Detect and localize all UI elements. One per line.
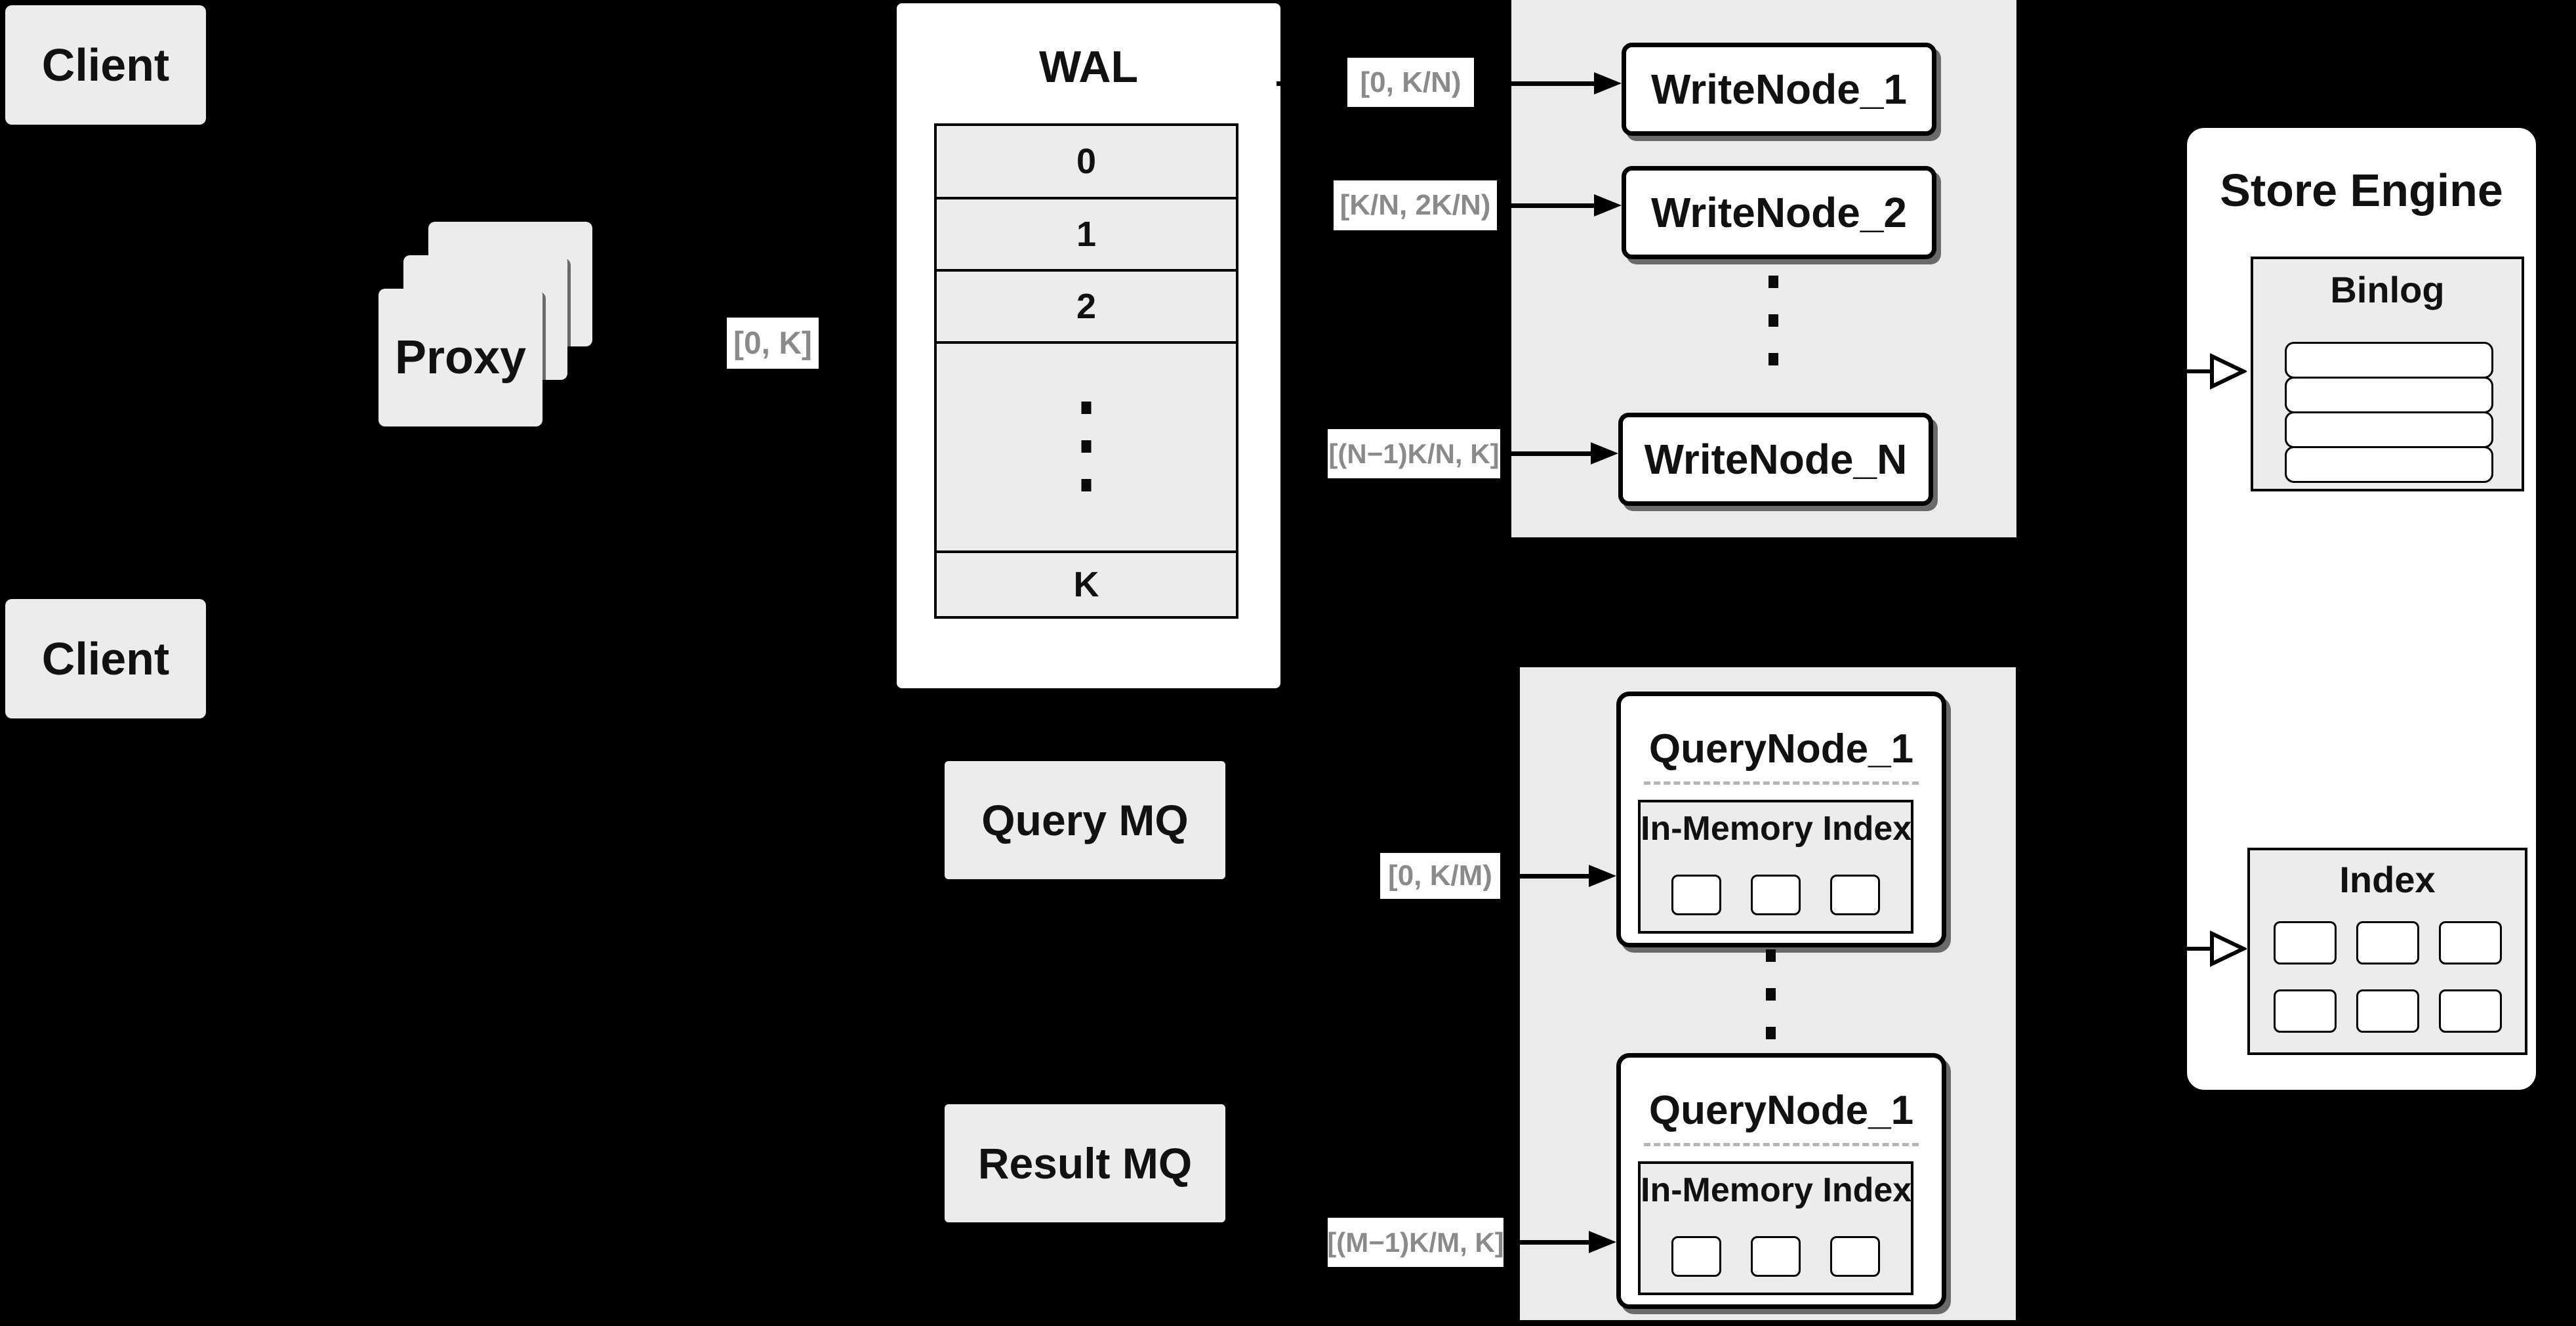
query-node-divider [1644, 1143, 1919, 1146]
query-group-ellipsis-icon [1766, 949, 1776, 1039]
write-group-ellipsis-icon [1768, 276, 1778, 365]
range-label-write-n: [(N−1)K/N, K] [1328, 429, 1500, 478]
store-engine-title: Store Engine [2220, 165, 2503, 216]
write-node-1: WriteNode_1 [1622, 43, 1936, 136]
arrow-shaft [1482, 203, 1602, 208]
arrowhead-icon [1594, 72, 1622, 94]
binlog-row [2285, 342, 2493, 379]
write-node-2-label: WriteNode_2 [1650, 189, 1908, 236]
range-label-query-1: [0, K/M) [1380, 853, 1500, 899]
segment-square [1671, 1236, 1721, 1277]
client-label: Client [41, 39, 170, 91]
range-label-write-1: [0, K/N) [1347, 58, 1474, 107]
index-cell [2438, 989, 2502, 1033]
proxy-box-front: Proxy [378, 289, 542, 426]
arrow-shaft [1490, 1240, 1597, 1245]
arrowhead-icon [1591, 442, 1618, 465]
in-memory-index-box: In-Memory Index [1638, 800, 1913, 934]
query-node-1-box: QueryNode_1 In-Memory Index [1616, 692, 1946, 947]
write-node-n: WriteNode_N [1618, 413, 1933, 506]
range-label-query-m: [(M−1)K/M, K] [1327, 1218, 1504, 1267]
client-box-bottom: Client [5, 599, 206, 718]
wal-segment-0: 0 [937, 126, 1236, 199]
arrow-to-write-node-2 [1482, 194, 1622, 217]
arrowhead-icon [1589, 1231, 1616, 1253]
imi-segments [1641, 1236, 1911, 1277]
wal-table: 0 1 2 K [934, 123, 1238, 619]
result-mq-box: Result MQ [945, 1104, 1225, 1222]
index-cell [2356, 989, 2419, 1033]
index-title: Index [2339, 859, 2436, 900]
range-label-proxy-out: [0, K] [727, 318, 819, 369]
write-node-1-label: WriteNode_1 [1650, 66, 1908, 113]
proxy-label: Proxy [394, 331, 527, 384]
segment-square [1751, 1236, 1801, 1277]
vertical-ellipsis-icon [1081, 402, 1092, 491]
open-arrow-to-binlog-icon [2125, 353, 2247, 390]
wal-panel: WAL 0 1 2 K [897, 3, 1280, 688]
binlog-title: Binlog [2330, 269, 2445, 310]
client-box-top: Client [5, 5, 206, 125]
index-cells-row-1 [2250, 921, 2525, 964]
binlog-rows [2285, 342, 2493, 483]
index-cell [2273, 921, 2337, 964]
query-node-m-box: QueryNode_1 In-Memory Index [1616, 1053, 1946, 1309]
range-label-write-2: [K/N, 2K/N) [1334, 180, 1497, 230]
query-mq-label: Query MQ [981, 796, 1189, 844]
write-node-2: WriteNode_2 [1622, 166, 1936, 259]
query-node-1-title: QueryNode_1 [1648, 726, 1914, 772]
arrow-shaft [1486, 451, 1599, 456]
wal-ellipsis-cell [937, 344, 1236, 553]
in-memory-index-box: In-Memory Index [1638, 1161, 1913, 1295]
binlog-row [2285, 446, 2493, 483]
binlog-box: Binlog [2251, 257, 2524, 491]
binlog-row [2285, 377, 2493, 413]
segment-square [1671, 875, 1721, 915]
in-memory-index-title: In-Memory Index [1641, 810, 1912, 848]
arrow-to-write-node-n [1486, 442, 1618, 465]
query-mq-box: Query MQ [945, 761, 1225, 879]
wal-segment-2: 2 [937, 272, 1236, 344]
imi-segments [1641, 875, 1911, 915]
binlog-row [2285, 411, 2493, 448]
client-label: Client [41, 633, 170, 684]
open-arrow-to-index-icon [2125, 930, 2247, 967]
arrowhead-icon [1589, 865, 1616, 887]
wal-title: WAL [1038, 42, 1139, 92]
segment-square [1830, 1236, 1880, 1277]
result-mq-label: Result MQ [977, 1139, 1193, 1188]
wal-segment-k: K [1073, 565, 1099, 604]
index-cell [2273, 989, 2337, 1033]
segment-square [1830, 875, 1880, 915]
write-node-n-label: WriteNode_N [1644, 436, 1908, 483]
index-cell [2438, 921, 2502, 964]
arrow-to-query-node-m [1490, 1231, 1616, 1253]
arrow-to-query-node-1 [1482, 865, 1616, 887]
store-engine-panel: Store Engine Binlog Index [2187, 128, 2536, 1090]
proxy-stack: Proxy [378, 222, 595, 428]
in-memory-index-title: In-Memory Index [1641, 1171, 1912, 1209]
segment-square [1751, 875, 1801, 915]
index-cell [2356, 921, 2419, 964]
arrowhead-icon [1594, 194, 1622, 217]
index-cells-row-2 [2250, 989, 2525, 1033]
wal-segment-1: 1 [937, 199, 1236, 272]
query-node-divider [1644, 781, 1919, 785]
arrow-shaft [1482, 874, 1597, 879]
index-box: Index [2247, 848, 2527, 1055]
query-node-m-title: QueryNode_1 [1648, 1088, 1914, 1133]
